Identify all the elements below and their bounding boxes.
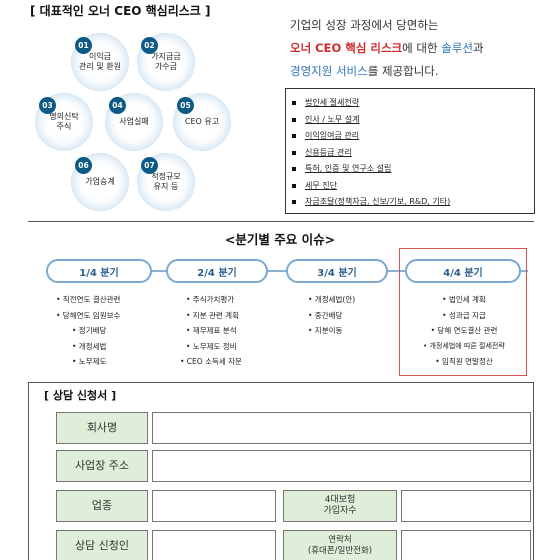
square-bullet-icon	[292, 183, 296, 188]
quarter-issue: • 노무제도 정비	[186, 341, 237, 351]
risk-badge-06: 06	[75, 157, 92, 174]
quarter-pill-q4: 4/4 분기	[405, 259, 521, 283]
quarter-issue: • 당해 연도결산 관련	[430, 326, 498, 335]
service-item[interactable]: 특허, 인증 및 연구소 설립	[292, 161, 534, 178]
quarter-issue: • 노무제도	[72, 357, 107, 366]
risk-badge-05: 05	[177, 97, 194, 114]
company-name-label: 회사명	[56, 412, 148, 444]
quarter-pill-q1: 1/4 분기	[46, 259, 152, 283]
quarter-issue: • 개정세법(안)	[308, 295, 356, 304]
quarter-issue: • 임직원 연말정산	[435, 357, 493, 366]
quarter-issue: • 지분 관련 계획	[186, 310, 239, 320]
square-bullet-icon	[292, 150, 296, 155]
square-bullet-icon	[292, 200, 296, 205]
quarter-issue: • 성과급 지급	[442, 310, 486, 320]
service-item[interactable]: 법인세 절세전략	[292, 95, 534, 112]
industry-input[interactable]	[152, 490, 276, 522]
square-bullet-icon	[292, 134, 296, 139]
risk-badge-07: 07	[141, 157, 158, 174]
risk-bubble-label: 명의신탁 주식	[49, 112, 79, 131]
quarterly-title: <분기별 주요 이슈>	[224, 232, 336, 247]
intro-text-end: 를 제공합니다.	[367, 64, 439, 78]
quarter-list-q3: • 개정세법(안) • 중간배당 • 지분이동	[308, 292, 355, 339]
quarter-list-q4: • 법인세 계획 • 성과급 지급 • 당해 연도결산 관련 • 개정세법에 따…	[406, 292, 522, 370]
business-address-input[interactable]	[152, 450, 531, 482]
quarter-issue: • CEO 소득세 자문	[180, 357, 242, 366]
intro-line-2: 오너 CEO 핵심 리스크에 대한 솔루션과	[290, 37, 484, 60]
risk-badge-03: 03	[39, 97, 56, 114]
applicant-label: 상담 신청인	[56, 530, 148, 560]
risk-bubble-label: 사업실패	[119, 117, 149, 126]
quarter-list-q2: • 주식가치평가 • 지분 관련 계획 • 재무제표 분석 • 노무제도 정비 …	[180, 292, 242, 370]
quarter-issue: • 직전연도 결산관련	[56, 295, 121, 304]
service-list: 법인세 절세전략 인사 / 노무 설계 이익잉여금 관리 신용등급 관리 특허,…	[286, 89, 534, 211]
intro-text: 기업의 성장 과정에서 당면하는 오너 CEO 핵심 리스크에 대한 솔루션과 …	[290, 14, 484, 83]
risk-section-title: [ 대표적인 오너 CEO 핵심리스크 ]	[30, 4, 211, 18]
risk-badge-02: 02	[141, 37, 158, 54]
insured-count-label: 4대보험 가입자수	[283, 490, 397, 522]
quarter-list-q1: • 직전연도 결산관련 • 당해연도 임원보수 • 정기배당 • 개정세법 • …	[56, 292, 120, 370]
contact-input[interactable]	[401, 530, 531, 560]
quarter-issue: • 주식가치평가	[186, 295, 235, 304]
quarter-pill-q2: 2/4 분기	[166, 259, 268, 283]
quarter-issue: • 지분이동	[308, 326, 343, 335]
quarter-issue: • 재무제표 분석	[186, 326, 237, 335]
service-item[interactable]: 세무 진단	[292, 178, 534, 195]
square-bullet-icon	[292, 167, 296, 172]
insured-count-input[interactable]	[401, 490, 531, 522]
risk-bubble-proper-scale: 적정규모 유지 등	[138, 154, 194, 210]
business-address-label: 사업장 주소	[56, 450, 148, 482]
service-item[interactable]: 신용등급 관리	[292, 145, 534, 162]
section-divider	[28, 221, 534, 222]
company-name-input[interactable]	[152, 412, 531, 444]
risk-bubble-label: 가업승계	[85, 177, 115, 186]
intro-text-mid: 에 대한	[402, 41, 442, 55]
quarter-issue: • 개정세법	[72, 341, 107, 351]
risk-bubble-label: 이익금 관리 및 환원	[79, 52, 121, 71]
intro-highlight-solution: 솔루션	[441, 41, 473, 55]
quarter-issue: • 당해연도 임원보수	[56, 310, 121, 320]
service-item[interactable]: 인사 / 노무 설계	[292, 112, 534, 129]
intro-text-end: 과	[472, 41, 484, 55]
service-item[interactable]: 자금조달(정책자금, 신보/기보, R&D, 기타)	[292, 194, 534, 211]
intro-highlight-risk: 오너 CEO 핵심 리스크	[290, 41, 403, 55]
quarter-issue: • 개정세법에 따른 절세전략	[423, 341, 505, 350]
risk-badge-04: 04	[109, 97, 126, 114]
service-list-box: 법인세 절세전략 인사 / 노무 설계 이익잉여금 관리 신용등급 관리 특허,…	[285, 88, 535, 214]
risk-bubble-label: 적정규모 유지 등	[151, 172, 181, 191]
risk-badge-01: 01	[75, 37, 92, 54]
form-title: [ 상담 신청서 ]	[44, 389, 117, 402]
quarter-issue: • 정기배당	[72, 326, 107, 335]
square-bullet-icon	[292, 117, 296, 122]
quarter-issue: • 중간배당	[308, 310, 343, 320]
service-item[interactable]: 이익잉여금 관리	[292, 128, 534, 145]
quarter-pill-q3: 3/4 분기	[286, 259, 388, 283]
intro-line-3: 경영지원 서비스를 제공합니다.	[290, 60, 484, 83]
square-bullet-icon	[292, 101, 296, 106]
intro-line-1: 기업의 성장 과정에서 당면하는	[290, 18, 439, 32]
risk-bubble-label: CEO 유고	[184, 117, 220, 126]
contact-label: 연락처 (휴대폰/일반전화)	[283, 530, 397, 560]
intro-highlight-service: 경영지원 서비스	[290, 64, 368, 78]
applicant-input[interactable]	[152, 530, 276, 560]
industry-label: 업종	[56, 490, 148, 522]
risk-bubble-label: 가지급금 가수금	[151, 52, 181, 71]
quarter-issue: • 법인세 계획	[442, 295, 486, 304]
consultation-form-section	[28, 382, 534, 560]
q4-highlight-box	[399, 248, 527, 376]
